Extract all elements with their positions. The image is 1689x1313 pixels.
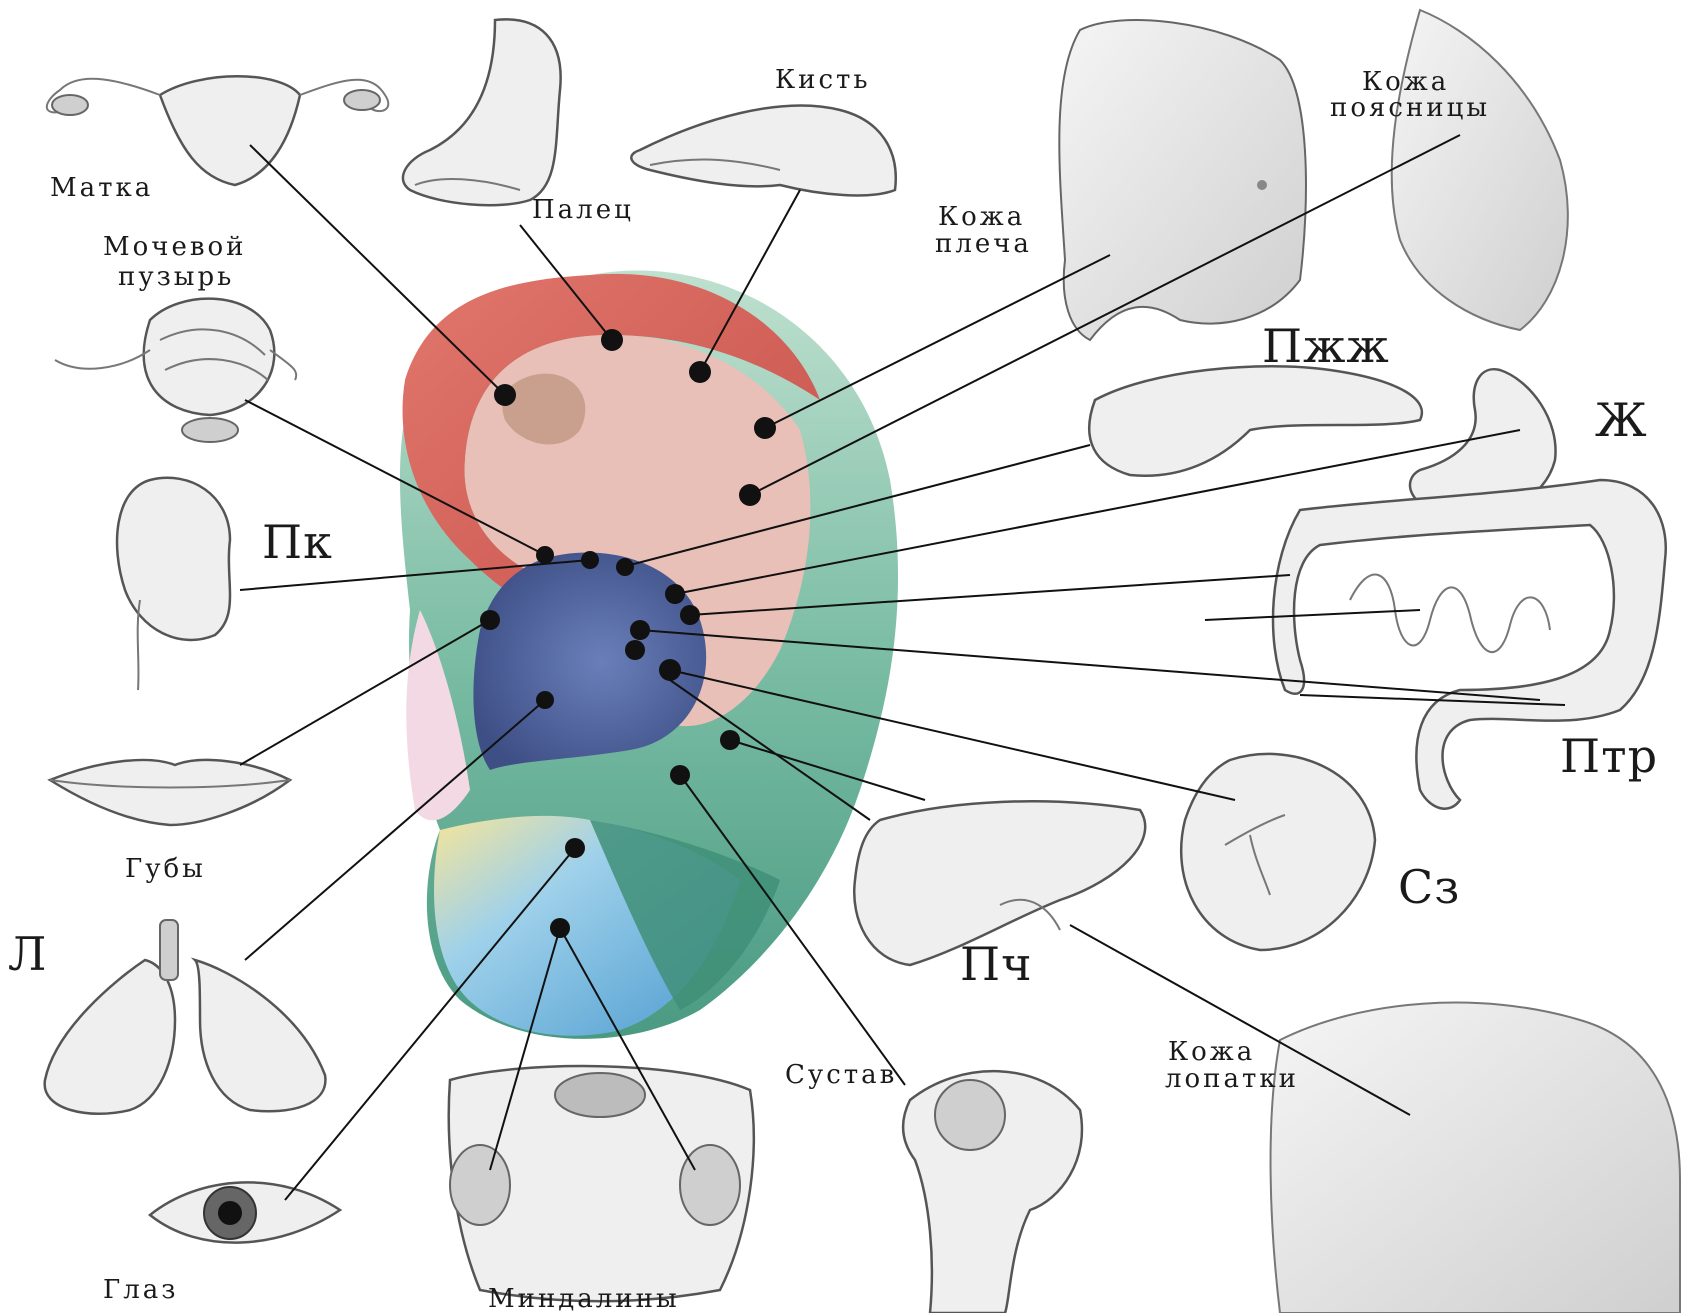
eye-illustration (150, 1182, 340, 1242)
label-lips: Губы (125, 854, 206, 884)
label-tonsils: Миндалины (488, 1284, 680, 1313)
label-shoulder-skin-2: плеча (935, 229, 1032, 259)
label-bladder-2: пузырь (118, 262, 234, 292)
point-hand (689, 361, 711, 383)
leader-shoulder (765, 255, 1110, 428)
point-lumbar (739, 484, 761, 506)
uterus-illustration (47, 76, 388, 185)
label-liver: Пч (960, 937, 1033, 991)
point-tonsils (550, 918, 570, 938)
label-spleen: Сз (1398, 860, 1460, 914)
label-kidney: Пк (262, 515, 333, 569)
back-scapula-illustration (1271, 1003, 1680, 1313)
point-spleen (659, 659, 681, 681)
lungs-illustration (45, 920, 326, 1114)
leader-intestine-2 (1205, 610, 1420, 620)
label-scapula-skin-1: Кожа (1168, 1037, 1255, 1067)
point-toe (601, 329, 623, 351)
spleen-illustration (1181, 754, 1375, 950)
label-joint: Сустав (785, 1060, 897, 1090)
joint-illustration (903, 1071, 1082, 1313)
point-liver (720, 730, 740, 750)
point-joint (670, 765, 690, 785)
point-stomach (680, 605, 700, 625)
label-bladder-1: Мочевой (103, 232, 246, 262)
label-eye: Глаз (103, 1275, 178, 1305)
point-bladder (536, 546, 554, 564)
point-lips (480, 610, 500, 630)
bladder-illustration (55, 299, 296, 442)
label-uterus: Матка (50, 173, 153, 203)
point-lungs (536, 691, 554, 709)
point-pancreas (665, 584, 685, 604)
tonsils-illustration (449, 1066, 754, 1301)
foot-illustration (403, 19, 561, 205)
label-scapula-skin-2: лопатки (1165, 1064, 1299, 1094)
lips-illustration (50, 760, 290, 825)
point-a (616, 558, 634, 576)
point-b (625, 640, 645, 660)
label-lumbar-skin-2: поясницы (1330, 93, 1490, 123)
kidney-illustration (117, 478, 230, 690)
label-pancreas: Пжж (1262, 319, 1390, 373)
point-uterus (494, 384, 516, 406)
point-shoulder (754, 417, 776, 439)
hand-illustration (631, 106, 895, 196)
point-intestine (630, 620, 650, 640)
label-intestine: Птр (1560, 729, 1658, 783)
ear-illustration (400, 270, 898, 1038)
label-lungs: Л (8, 927, 47, 981)
label-stomach: Ж (1595, 393, 1648, 447)
point-eye (565, 838, 585, 858)
point-kidney (581, 551, 599, 569)
label-shoulder-skin-1: Кожа (938, 202, 1025, 232)
shoulder-torso-illustration (1059, 10, 1568, 340)
label-toe: Палец (532, 195, 634, 225)
label-hand: Кисть (775, 65, 871, 95)
